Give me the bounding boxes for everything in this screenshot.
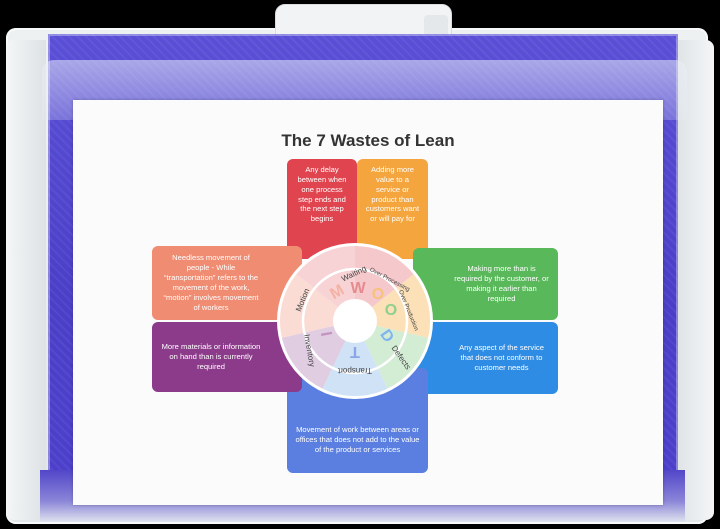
folder-left-edge: [6, 40, 46, 520]
card-defects-text: Any aspect of the service that does not …: [459, 343, 544, 372]
wheel-letter-w: W: [350, 280, 366, 297]
card-inventory: More materials or information on hand th…: [152, 322, 302, 392]
waste-wheel: Waiting Over Processing Over Production …: [277, 243, 433, 399]
sheet-title: The 7 Wastes of Lean: [281, 131, 455, 150]
card-overproduction-text: Making more than is required by the cust…: [454, 264, 549, 303]
card-overprocessing: Adding more value to a service or produc…: [357, 159, 428, 259]
wheel-letter-t: T: [350, 343, 360, 360]
card-waiting: Any delay between when one process step …: [287, 159, 357, 259]
wheel-letter-o2: O: [385, 302, 397, 319]
card-overprocessing-text: Adding more value to a service or produc…: [365, 165, 420, 224]
wheel-label-transport: Transport: [337, 366, 372, 375]
card-transport-text: Movement of work between areas or office…: [295, 425, 420, 455]
wheel-letter-o1: O: [372, 286, 384, 303]
card-motion: Needless movement of people - While “tra…: [152, 246, 302, 320]
card-defects: Any aspect of the service that does not …: [413, 322, 558, 394]
card-motion-text: Needless movement of people - While “tra…: [163, 253, 259, 312]
printed-sheet: The 7 Wastes of Lean Any delay between w…: [73, 100, 663, 505]
wheel-hub: [333, 299, 377, 343]
card-inventory-text: More materials or information on hand th…: [161, 342, 261, 371]
wheel-letter-i: I: [317, 330, 335, 337]
card-overproduction: Making more than is required by the cust…: [413, 248, 558, 320]
card-waiting-text: Any delay between when one process step …: [297, 165, 347, 224]
folder-right-edge: [674, 40, 714, 520]
